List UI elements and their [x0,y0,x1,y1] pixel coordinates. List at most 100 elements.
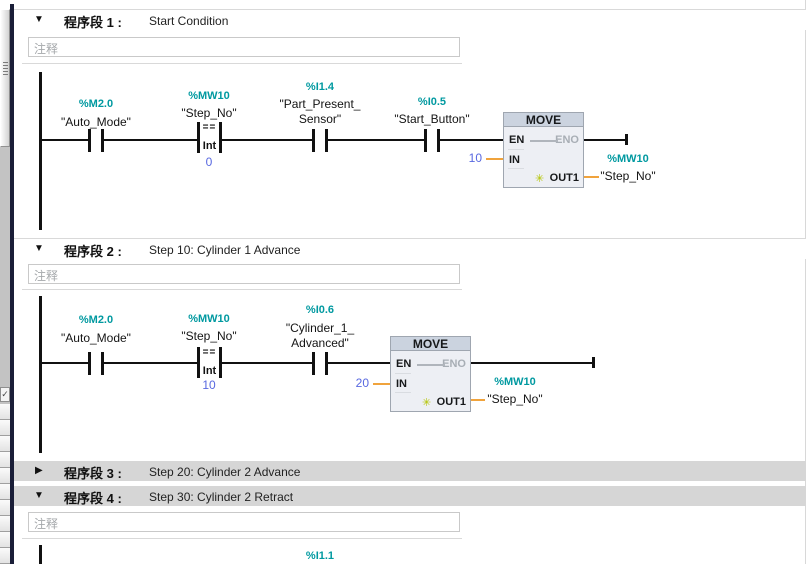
no-contact[interactable] [88,129,104,152]
no-contact[interactable] [88,352,104,375]
splitter-thumb[interactable] [0,9,10,147]
pin-in: IN [396,378,407,390]
operand-address[interactable]: %I1.1 [305,550,335,562]
operand-name[interactable]: "Auto_Mode" [61,331,131,345]
left-scroll-strip [0,0,10,564]
network-1-header[interactable]: ▼ 程序段 1 : Start Condition [14,10,806,30]
move-block-title: MOVE [391,337,470,351]
add-output-star-icon[interactable]: ✳ [535,173,545,185]
collapse-icon[interactable]: ▼ [34,243,44,254]
rung-wire [471,362,594,364]
operand-address[interactable]: %MW10 [494,376,536,388]
sidebar-row [0,468,10,484]
operand-name[interactable]: "Step_No" [487,392,543,406]
en-eno-link [530,140,558,142]
en-eno-link [417,364,445,366]
sidebar-row [0,452,10,468]
compare-contact[interactable]: == Int [197,122,222,153]
operand-address[interactable]: %MW10 [188,90,230,102]
contact-bar [312,129,315,152]
operand-name[interactable]: Sensor" [298,112,342,126]
operand-name[interactable]: "Start_Button" [394,112,470,126]
operand-address[interactable]: %M2.0 [78,98,114,110]
network-separator [14,9,806,10]
sidebar-rows [0,404,10,564]
compare-value[interactable]: 10 [202,378,216,392]
network-separator [14,238,806,239]
contact-bar [325,129,328,152]
compare-value[interactable]: 0 [205,155,213,169]
network-4-title[interactable]: Step 30: Cylinder 2 Retract [149,490,294,504]
apply-check-button[interactable]: ✓ [0,387,10,402]
panel-divider-bar [10,4,14,564]
operand-name[interactable]: Advanced" [291,336,349,350]
network-2-title[interactable]: Step 10: Cylinder 1 Advance [149,243,301,257]
strip-top-gap [0,0,10,9]
pin-underline [508,168,524,169]
operand-name[interactable]: "Step_No" [600,169,656,183]
move-in-value[interactable]: 10 [468,151,482,165]
operand-name[interactable]: "Cylinder_1_ [285,321,355,335]
sidebar-row [0,500,10,516]
operand-name[interactable]: "Part_Present_ [279,97,361,111]
rung-wire [584,139,628,141]
pin-eno: ENO [555,134,579,146]
move-block-title: MOVE [504,113,583,127]
operand-address[interactable]: %I1.4 [305,81,335,93]
collapse-icon[interactable]: ▼ [34,490,44,501]
operand-address[interactable]: %MW10 [188,313,230,325]
network-2-comment-input[interactable]: 注释 [28,264,460,284]
contact-bar [101,352,104,375]
network-2-header[interactable]: ▼ 程序段 2 : Step 10: Cylinder 1 Advance [14,239,806,259]
no-contact[interactable] [312,352,328,375]
move-in-value[interactable]: 20 [355,376,369,390]
network-4-header[interactable]: ▼ 程序段 4 : Step 30: Cylinder 2 Retract [14,486,806,506]
operand-name[interactable]: "Auto_Mode" [61,115,131,129]
pin-out1: OUT1 [436,396,466,408]
rung-wire [40,139,503,141]
contact-bar [312,352,315,375]
power-rail [39,296,42,453]
contact-bar [88,129,91,152]
move-block[interactable]: MOVE EN ENO IN ✳ OUT1 [390,336,471,412]
operand-name[interactable]: "Step_No" [181,106,237,120]
network-3-label: 程序段 3 : [64,466,122,481]
network-1-title[interactable]: Start Condition [149,14,229,28]
expand-icon[interactable]: ▶ [35,465,43,476]
grip-icon [3,62,8,75]
power-rail [39,545,42,564]
contact-bar [101,129,104,152]
collapse-icon[interactable]: ▼ [34,14,44,25]
compare-operator: == [202,122,217,133]
no-contact[interactable] [312,129,328,152]
comment-underline [22,289,462,290]
network-3-title[interactable]: Step 20: Cylinder 2 Advance [149,465,301,479]
contact-bar [197,122,200,153]
operand-address[interactable]: %I0.6 [305,304,335,316]
operand-address[interactable]: %M2.0 [78,314,114,326]
in-wire [373,383,390,385]
network-4-comment-input[interactable]: 注释 [28,512,460,532]
add-output-star-icon[interactable]: ✳ [422,397,432,409]
network-3-header[interactable]: ▶ 程序段 3 : Step 20: Cylinder 2 Advance [14,461,806,481]
rung-terminal [592,357,595,368]
power-rail [39,72,42,230]
contact-bar [424,129,427,152]
network-2-label: 程序段 2 : [64,244,122,259]
operand-address[interactable]: %MW10 [607,153,649,165]
sidebar-row [0,548,10,564]
network-1-comment-input[interactable]: 注释 [28,37,460,57]
out-wire [584,176,599,178]
operand-address[interactable]: %I0.5 [417,96,447,108]
pin-en: EN [509,134,525,146]
compare-contact[interactable]: == Int [197,347,222,378]
sidebar-row [0,516,10,532]
rung-terminal [625,134,628,145]
network-4-label: 程序段 4 : [64,491,122,506]
operand-name[interactable]: "Step_No" [181,329,237,343]
move-block[interactable]: MOVE EN ENO IN ✳ OUT1 [503,112,584,188]
no-contact[interactable] [424,129,440,152]
pin-underline [395,373,411,374]
compare-type: Int [202,365,217,377]
network-1-label: 程序段 1 : [64,15,122,30]
